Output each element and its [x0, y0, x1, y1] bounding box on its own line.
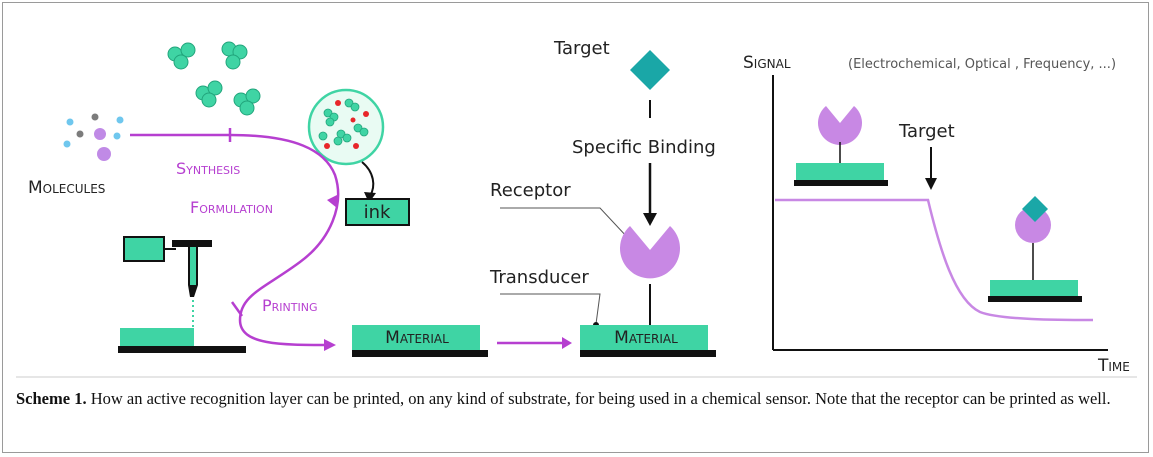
formulation-label: Formulation	[190, 198, 273, 217]
process-path	[130, 128, 340, 347]
material-label-2: Material	[614, 328, 678, 348]
synthesized-molecules	[167, 41, 261, 116]
printer-head	[118, 236, 246, 353]
time-axis-label: Time	[1097, 356, 1130, 376]
material-block-1	[352, 325, 488, 357]
receptor-shape	[620, 226, 680, 279]
printing-arrowhead	[324, 339, 336, 351]
material-label-1: Material	[385, 328, 449, 348]
target-arrow-label: Target	[898, 121, 955, 142]
material-block-2	[580, 325, 716, 357]
molecules-label: Molecules	[28, 178, 105, 198]
caption-text: How an active recognition layer can be p…	[86, 389, 1111, 408]
sensor-after	[988, 196, 1082, 302]
caption-label: Scheme 1.	[16, 389, 87, 408]
receptor-pointer	[500, 207, 629, 239]
ink-label: ink	[364, 202, 391, 223]
ink-box	[345, 198, 410, 226]
signal-note: (Electrochemical, Optical , Frequency, .…	[848, 57, 1116, 72]
material-arrow-head	[562, 337, 572, 349]
ink-arrow	[361, 161, 375, 197]
target-diamond	[630, 50, 670, 90]
formulation-arrowhead	[327, 194, 339, 208]
signal-curve	[775, 198, 1094, 322]
specific-binding-label: Specific Binding	[572, 137, 716, 158]
signal-axis-label: Signal	[743, 53, 791, 73]
sensor-before	[794, 106, 888, 186]
target-label-top: Target	[553, 38, 610, 59]
synthesis-label: Synthesis	[176, 159, 240, 178]
transducer-pointer	[500, 293, 601, 325]
scheme-figure: Molecules ink Synthesis Formulation	[16, 38, 1137, 378]
molecules-cluster	[63, 113, 124, 161]
ink-drop	[307, 88, 385, 166]
transducer-label: Transducer	[489, 267, 589, 288]
receptor-label: Receptor	[490, 180, 571, 201]
printing-label: Printing	[262, 296, 317, 315]
figure-caption: Scheme 1. How an active recognition laye…	[16, 388, 1136, 410]
